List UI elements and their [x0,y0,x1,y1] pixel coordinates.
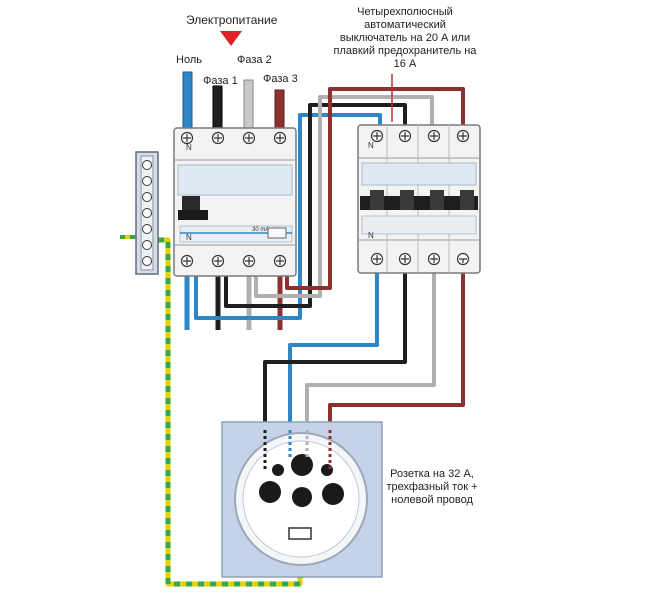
wire-phase3-link [285,87,465,290]
wire-phase1-link [224,103,407,308]
wire-to-socket-n [288,270,379,430]
socket-note-label: Розетка на 32 А, трехфазный ток + нолево… [386,468,478,506]
zero-label: Ноль [176,54,202,66]
phase2-label: Фаза 2 [237,54,272,66]
rcd-device: 30 mA N N [173,127,297,277]
svg-text:N: N [186,233,192,242]
input-leads [182,71,285,131]
ground-contact [288,527,312,540]
svg-text:N: N [368,141,374,150]
ground-bus-icon [135,151,159,275]
power-supply-label: Электропитание [186,13,278,27]
breaker-device: N N [357,124,481,274]
phase3-label: Фаза 3 [263,73,298,85]
socket-pins [259,454,344,507]
wire-to-socket-l1 [263,270,407,430]
svg-text:N: N [368,231,374,240]
breaker-note-label: Четырехполюсный автоматический выключате… [333,6,477,70]
down-arrow-icon [220,31,242,46]
rcd-rating: 30 mA [252,227,269,233]
wire-to-socket-l3 [328,270,465,430]
socket [221,421,383,578]
wire-to-socket-l2 [305,270,436,430]
wires [120,71,465,587]
wire-neutral-link [194,113,382,320]
rcd-terminal-n: N [186,143,192,152]
wire-phase2-link [254,95,434,298]
phase1-label: Фаза 1 [203,75,238,87]
